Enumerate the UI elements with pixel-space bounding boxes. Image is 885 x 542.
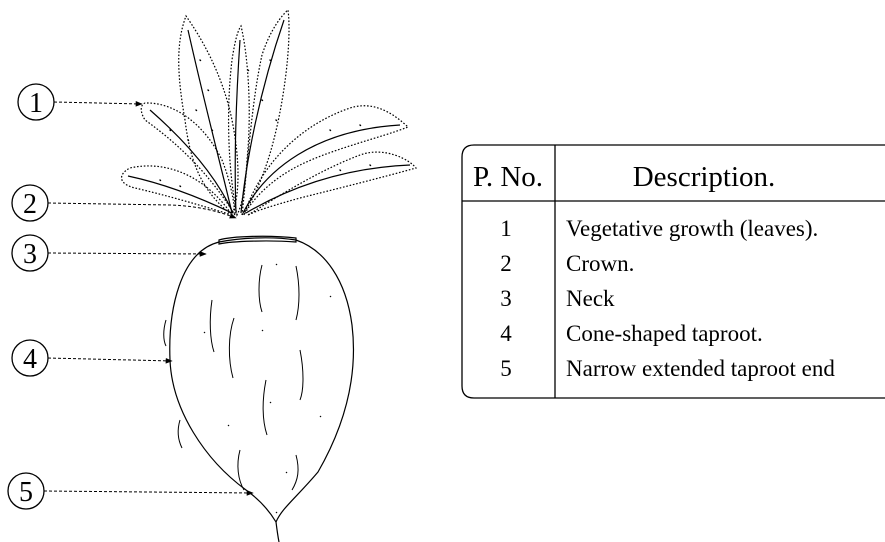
table-cell-no: 4 — [500, 321, 512, 346]
root-dots — [204, 264, 331, 513]
leaf-speckles — [160, 60, 371, 187]
table-cell-desc: Cone-shaped taproot. — [566, 321, 763, 346]
taproot-tail — [276, 522, 279, 542]
table-row: 2 Crown. — [500, 251, 634, 276]
callout-3: 3 — [12, 235, 206, 271]
callout-5-leader — [44, 491, 253, 493]
callout-4: 4 — [12, 340, 172, 376]
table-cell-desc: Vegetative growth (leaves). — [566, 216, 818, 241]
root-texture — [164, 265, 303, 490]
callout-1-label: 1 — [29, 88, 43, 119]
table-cell-no: 3 — [500, 286, 512, 311]
table-cell-desc: Neck — [566, 286, 615, 311]
table-row: 5 Narrow extended taproot end — [500, 356, 835, 381]
legend-table: P. No. Description. 1 Vegetative growth … — [462, 145, 885, 398]
table-row: 3 Neck — [500, 286, 615, 311]
callout-1-leader — [54, 102, 142, 104]
callout-4-label: 4 — [23, 344, 37, 375]
taproot-body — [170, 238, 354, 522]
table-cell-desc: Crown. — [566, 251, 634, 276]
callout-2-leader — [48, 203, 236, 218]
callout-5-label: 5 — [19, 477, 33, 508]
table-cell-no: 2 — [500, 251, 512, 276]
table-row: 4 Cone-shaped taproot. — [500, 321, 762, 346]
callout-3-leader — [48, 253, 206, 254]
callout-2: 2 — [12, 185, 236, 221]
table-cell-no: 5 — [500, 356, 512, 381]
callout-4-leader — [48, 358, 172, 361]
callout-1: 1 — [18, 84, 142, 120]
leaves — [122, 10, 416, 215]
table-cell-no: 1 — [500, 216, 512, 241]
callout-5: 5 — [8, 473, 253, 509]
callout-3-label: 3 — [23, 239, 37, 270]
callout-2-label: 2 — [23, 189, 37, 220]
plant-illustration — [122, 10, 416, 542]
leaf-veins — [128, 20, 410, 213]
table-header-description: Description. — [633, 161, 776, 193]
table-row: 1 Vegetative growth (leaves). — [500, 216, 818, 241]
table-header-pno: P. No. — [473, 161, 543, 193]
table-cell-desc: Narrow extended taproot end — [566, 356, 835, 381]
